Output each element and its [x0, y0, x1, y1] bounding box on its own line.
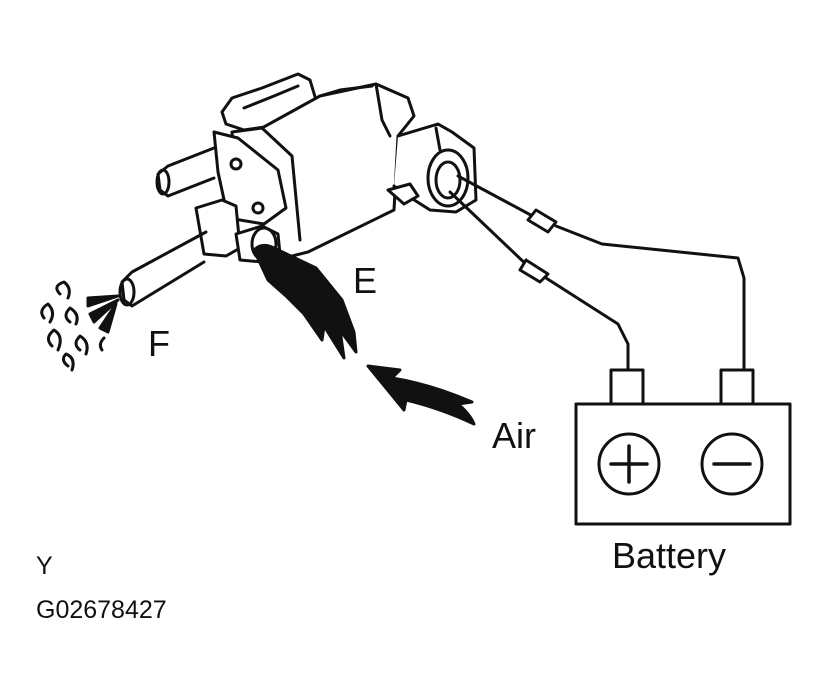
battery-label: Battery [612, 535, 727, 576]
battery-icon [574, 368, 792, 526]
view-label: Y [36, 552, 53, 580]
figure-id-label: G02678427 [36, 596, 167, 624]
air-flow-arrow-icon [366, 364, 476, 426]
air-spray-icon [40, 280, 120, 372]
hose-port-e [252, 243, 358, 360]
probe-leads [448, 174, 746, 374]
port-f-label: F [148, 323, 170, 364]
port-e-label: E [353, 260, 378, 301]
air-label: Air [492, 415, 536, 456]
vsv-valve-icon [118, 72, 478, 308]
